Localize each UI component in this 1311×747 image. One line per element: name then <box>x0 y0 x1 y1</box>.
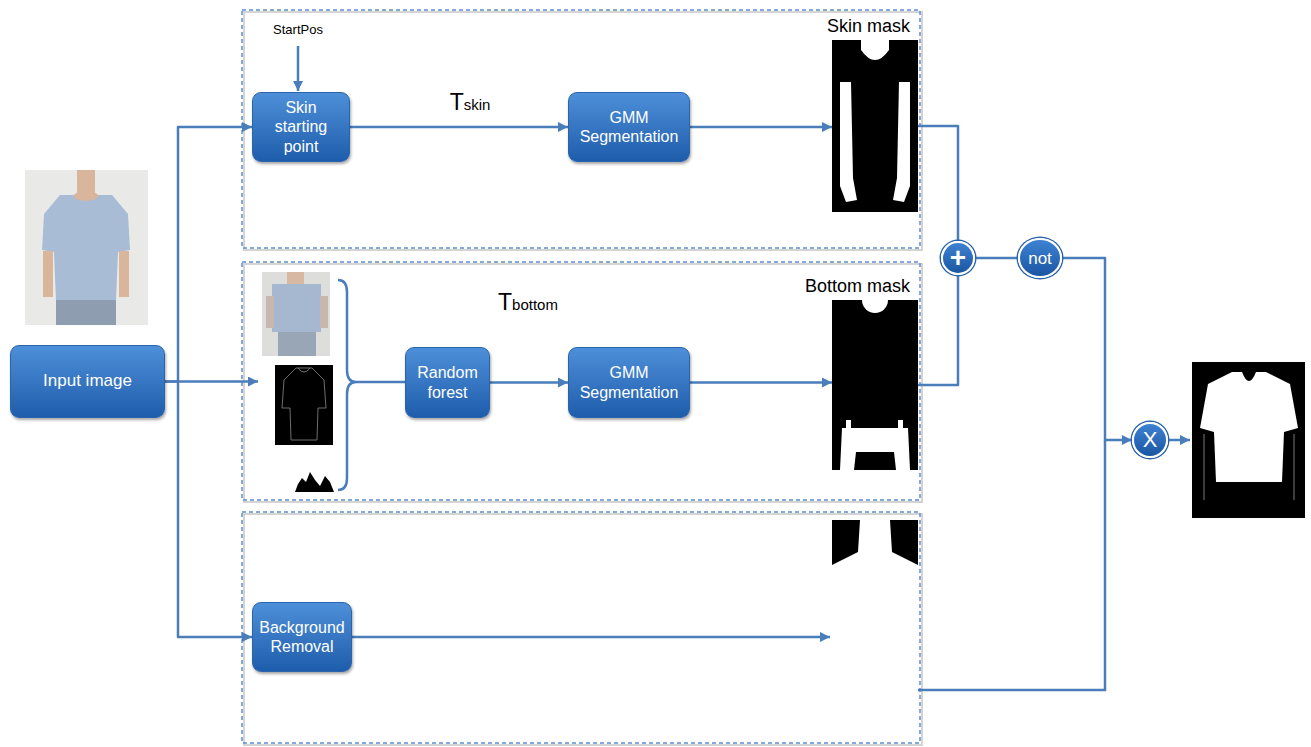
feature-edges <box>275 365 333 445</box>
bracket <box>338 280 356 490</box>
group-frame <box>242 10 922 745</box>
connector <box>165 382 252 638</box>
node-label: + <box>950 244 966 272</box>
feature-pixelated <box>278 332 316 356</box>
feature-arrow <box>178 381 258 382</box>
connector <box>490 381 568 384</box>
feature-pixelated <box>266 296 274 328</box>
mask-heading: Bottom mask <box>805 276 910 297</box>
skin-mask-image <box>893 82 910 202</box>
feature-pixelated <box>262 272 330 356</box>
feature-histogram <box>295 472 334 492</box>
node-label: GMM Segmentation <box>574 108 684 146</box>
start-arrow <box>297 46 300 91</box>
output-image <box>1192 362 1305 518</box>
connector <box>1062 258 1132 440</box>
node-label: X <box>1143 429 1158 451</box>
group-frame <box>244 264 922 502</box>
operator-circle: + <box>941 241 975 275</box>
connector <box>918 126 958 241</box>
skin-mask-image <box>832 40 918 212</box>
connector <box>975 257 1018 260</box>
process-box: Background Removal <box>252 602 352 672</box>
feature-pixelated <box>272 284 321 332</box>
process-box: Skin starting point <box>252 92 350 162</box>
bottom-mask-image <box>898 420 903 428</box>
connector <box>690 381 832 384</box>
process-box: GMM Segmentation <box>568 92 690 162</box>
connector <box>350 126 568 129</box>
skin-mask-image <box>861 40 889 60</box>
input-label: StartPos <box>273 22 323 37</box>
feature-edges <box>282 368 326 440</box>
node-label: GMM Segmentation <box>574 363 684 401</box>
skin-mask-image <box>832 40 918 212</box>
bottom-mask-image <box>840 428 910 470</box>
group-frame <box>244 514 922 745</box>
bg-removal-arrow <box>352 636 830 639</box>
node-label: Random forest <box>411 363 484 401</box>
group-frame <box>244 12 922 250</box>
input-photo <box>42 195 130 300</box>
operator-circle: not <box>1018 238 1062 278</box>
feature-pixelated <box>287 272 304 284</box>
background-mask-image <box>832 520 918 740</box>
bracket <box>356 381 405 384</box>
group-frame <box>242 262 920 500</box>
bottom-mask-image <box>832 300 918 470</box>
skin-mask-image <box>840 82 857 202</box>
process-box: GMM Segmentation <box>568 347 690 418</box>
bottom-mask-image <box>862 300 888 313</box>
feature-histogram <box>295 472 334 492</box>
group-frame <box>242 10 920 248</box>
background-mask-image <box>832 520 918 740</box>
background-mask-wire <box>918 440 1105 690</box>
process-box: Input image <box>10 345 165 418</box>
edge-label: Tbottom <box>498 290 558 315</box>
feature-edges <box>298 368 310 372</box>
input-photo <box>56 300 116 325</box>
feature-pixelated <box>262 272 330 356</box>
feature-edges <box>275 365 333 445</box>
bottom-mask-image <box>846 420 851 428</box>
node-label: Background Removal <box>258 618 346 656</box>
mask-image: Skin mask <box>832 40 918 212</box>
input-photo <box>119 251 129 297</box>
bg-removal-arrow <box>352 637 830 638</box>
output-image <box>1203 434 1205 500</box>
output-image <box>1200 372 1298 482</box>
input-photo <box>25 170 148 325</box>
bottom-mask-image <box>832 300 918 470</box>
operator-circle: X <box>1132 422 1168 458</box>
node-label: Skin starting point <box>258 98 344 156</box>
node-label: Input image <box>43 371 132 391</box>
mask-heading: Skin mask <box>827 16 910 37</box>
bracket <box>338 280 405 490</box>
connector <box>690 126 832 129</box>
mask-image: Bottom mask <box>832 300 918 470</box>
background-mask-image <box>832 520 918 740</box>
feature-pixelated <box>320 296 328 328</box>
feature-arrow <box>178 380 258 383</box>
input-photo <box>74 191 98 201</box>
connector <box>165 127 252 382</box>
start-arrow <box>298 46 299 91</box>
background-mask-wire <box>918 440 1105 690</box>
output-arrow <box>1168 440 1190 441</box>
process-box: Random forest <box>405 347 490 418</box>
group-frame <box>242 512 920 743</box>
output-image <box>1293 434 1295 500</box>
output-arrow <box>1168 439 1190 442</box>
input-photo <box>43 251 53 297</box>
edge-label: Tskin <box>450 90 491 115</box>
node-label: not <box>1028 250 1052 267</box>
input-photo <box>25 170 148 325</box>
connector <box>918 275 958 385</box>
output-image <box>1192 362 1305 518</box>
